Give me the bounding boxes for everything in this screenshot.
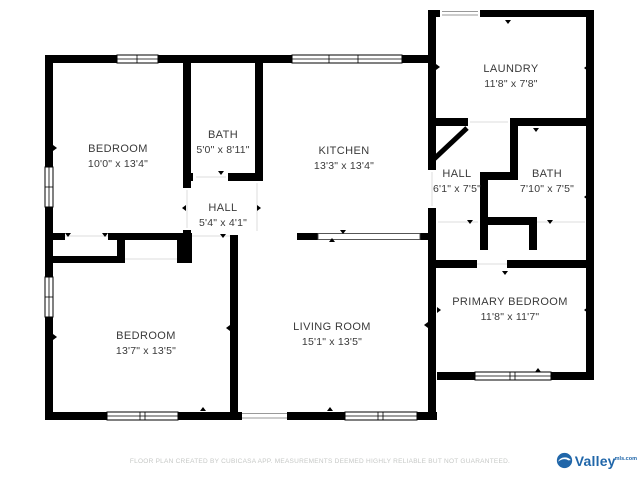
window bbox=[474, 371, 552, 381]
valleymls-logo: Valleymls.com bbox=[556, 452, 637, 469]
walls bbox=[45, 10, 594, 420]
logo-suffix: mls.com bbox=[614, 455, 637, 462]
room-label-bedroom-bottom: BEDROOM 13'7" x 13'5" bbox=[115, 330, 177, 357]
window bbox=[106, 411, 179, 421]
room-label-bath-right: BATH 7'10" x 7'5" bbox=[519, 168, 575, 195]
room-label-bedroom-top: BEDROOM 10'0" x 13'4" bbox=[87, 143, 149, 170]
opening-ticks bbox=[53, 20, 588, 411]
window bbox=[44, 276, 54, 318]
windows bbox=[44, 54, 552, 421]
room-label-hall-right: HALL 6'1" x 7'5" bbox=[432, 168, 482, 195]
logo-brand: Valley bbox=[574, 452, 616, 469]
window bbox=[291, 54, 403, 64]
window bbox=[344, 411, 418, 421]
disclaimer-text: FLOOR PLAN CREATED BY CUBICASA APP. MEAS… bbox=[129, 458, 511, 465]
room-label-laundry: LAUNDRY 11'8" x 7'8" bbox=[483, 63, 539, 90]
kitchen-living-open-divider bbox=[317, 233, 421, 240]
door-leaf bbox=[432, 126, 469, 161]
valleymls-globe-icon bbox=[556, 452, 572, 469]
room-label-kitchen: KITCHEN 13'3" x 13'4" bbox=[313, 145, 375, 172]
room-label-hall-center: HALL 5'4" x 4'1" bbox=[198, 202, 248, 229]
room-label-bath-top: BATH 5'0" x 8'11" bbox=[196, 129, 250, 156]
room-label-primary-bedroom: PRIMARY BEDROOM 11'8" x 11'7" bbox=[452, 296, 568, 323]
room-label-living-room: LIVING ROOM 15'1" x 13'5" bbox=[293, 321, 371, 348]
window bbox=[44, 166, 54, 208]
window bbox=[116, 54, 159, 64]
